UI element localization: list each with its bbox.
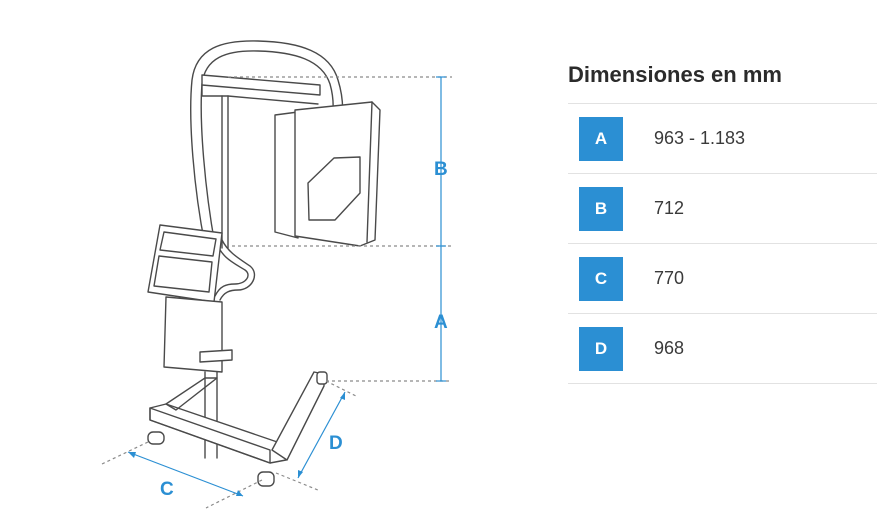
dimension-value-a: 963 - 1.183 <box>654 128 746 148</box>
table-row: A 963 - 1.183 <box>568 104 877 174</box>
dimension-value-b: 712 <box>654 198 685 218</box>
dimension-value-c: 770 <box>654 268 685 288</box>
dimension-diagram: B A D C <box>101 40 452 509</box>
dimension-label-c: C <box>160 479 174 500</box>
dimension-label-a: A <box>434 312 448 333</box>
dimension-badge-c: C <box>579 256 623 301</box>
dimension-label-b: B <box>434 159 448 180</box>
dimension-badge-b: B <box>579 186 623 231</box>
table-row: D 968 <box>568 314 877 384</box>
dimension-badge-d: D <box>579 326 623 371</box>
dimensions-table: Dimensiones en mm A 963 - 1.183 B 712 C … <box>568 58 877 384</box>
table-row: B 712 <box>568 174 877 244</box>
dimension-value-d: 968 <box>654 338 685 358</box>
dimension-lines <box>101 76 452 509</box>
dimension-badge-a: A <box>579 116 623 161</box>
table-title: Dimensiones en mm <box>568 58 877 104</box>
table-row: C 770 <box>568 244 877 314</box>
dimension-label-d: D <box>329 433 343 454</box>
equipment-drawing <box>147 40 381 487</box>
